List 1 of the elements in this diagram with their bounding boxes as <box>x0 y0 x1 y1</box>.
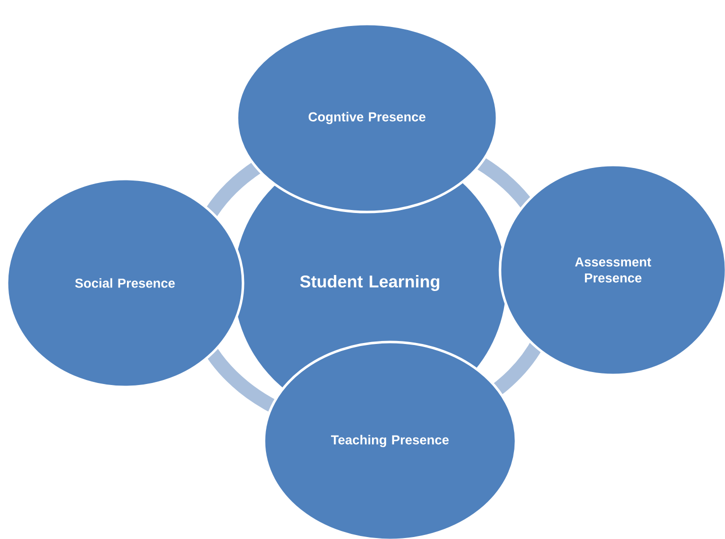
node-label: Teaching Presence <box>331 434 449 448</box>
